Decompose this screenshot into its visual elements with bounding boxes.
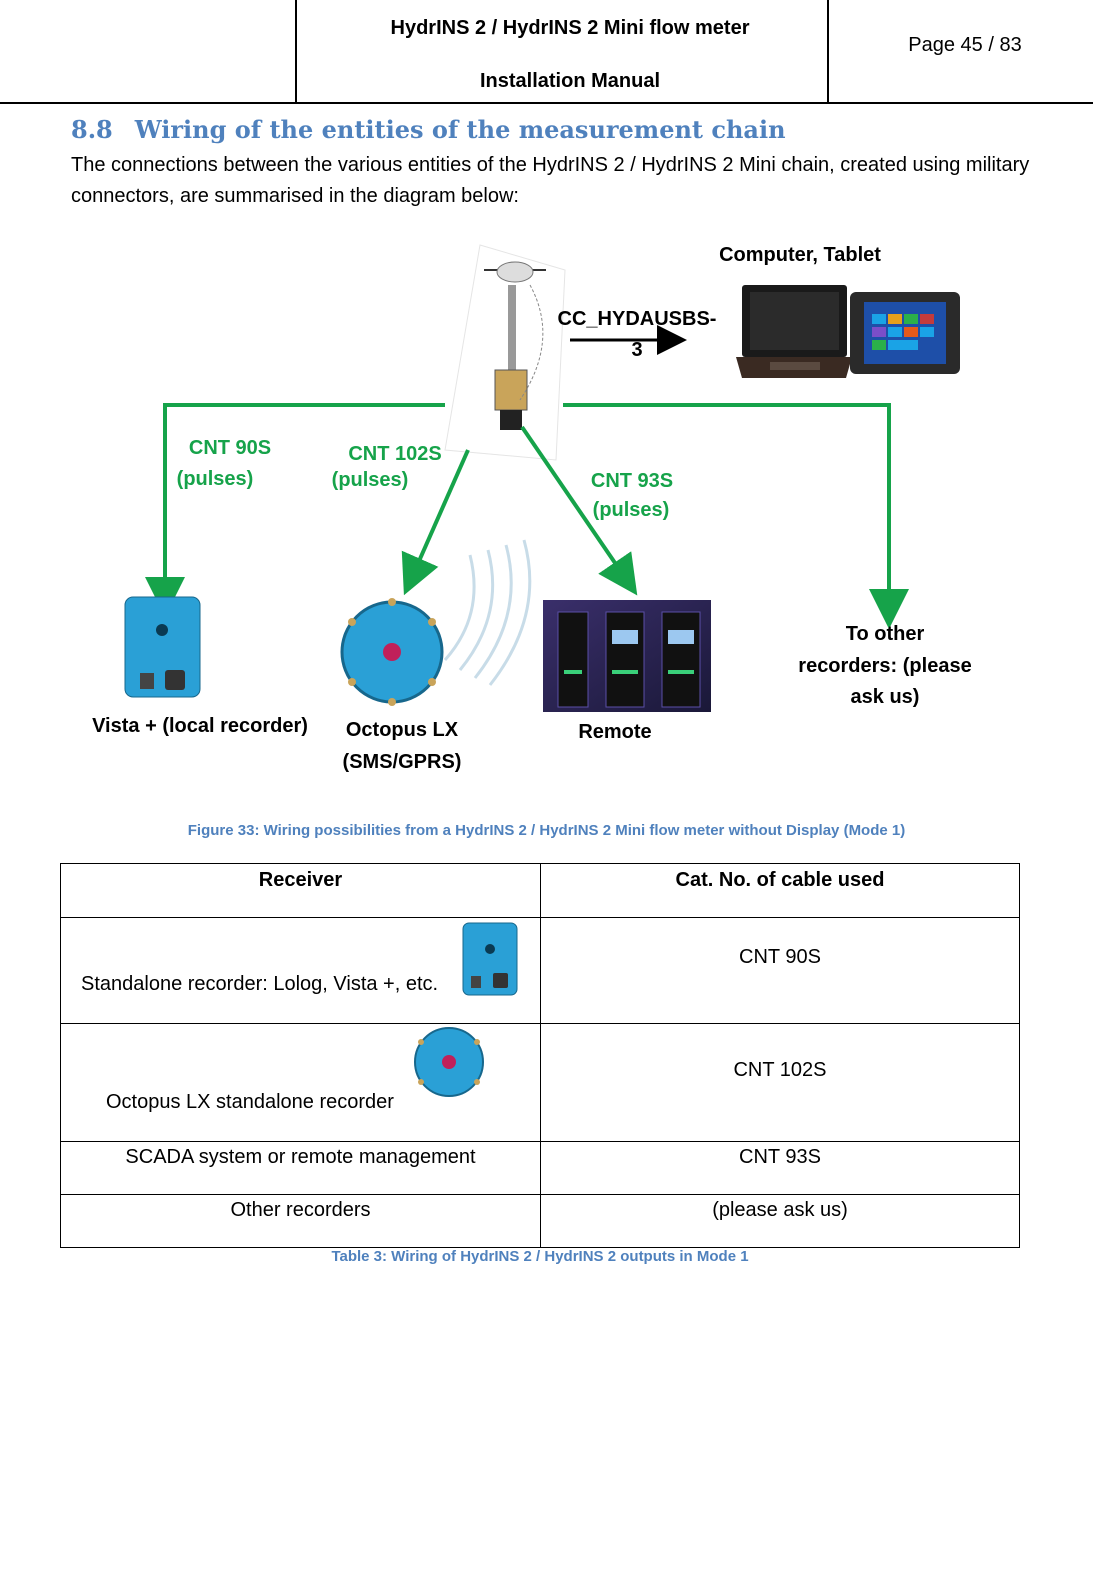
- wiring-table: Receiver Cat. No. of cable used Standalo…: [60, 863, 1020, 1248]
- tablet-image: [850, 292, 960, 374]
- column-header-receiver: Receiver: [60, 863, 541, 918]
- other-recorders-line3: ask us): [850, 686, 920, 708]
- vista-label: Vista + (local recorder): [92, 715, 308, 737]
- table-row: Standalone recorder: Lolog, Vista +, etc…: [60, 917, 1020, 1024]
- other-recorders-line1: To other: [845, 623, 925, 645]
- table-cell-cable: CNT 102S: [540, 1023, 1020, 1142]
- laptop-image: [736, 285, 852, 378]
- column-header-cable: Cat. No. of cable used: [540, 863, 1020, 918]
- receiver-text: Standalone recorder: Lolog, Vista +, etc…: [81, 973, 439, 995]
- octopus-label: Octopus LX: [345, 719, 459, 741]
- remote-label: Remote: [578, 721, 652, 743]
- table-cell-cable: (please ask us): [540, 1194, 1020, 1248]
- table-row: SCADA system or remote management CNT 93…: [60, 1141, 1020, 1195]
- octopus-sublabel: (SMS/GPRS): [342, 751, 462, 773]
- document-subtitle: Installation Manual: [479, 70, 661, 92]
- cable-text: CNT 90S: [739, 946, 821, 968]
- table-row: Other recorders (please ask us): [60, 1194, 1020, 1248]
- octopus-recorder-icon: [414, 1027, 484, 1097]
- flow-meter-image: [444, 244, 566, 461]
- page-number: Page 45 / 83: [908, 34, 1022, 56]
- octopus-recorder-image: [340, 539, 532, 706]
- computer-label: Computer, Tablet: [719, 244, 881, 266]
- intro-paragraph: The connections between the various enti…: [71, 154, 1030, 207]
- table-cell-receiver: Other recorders: [60, 1194, 541, 1248]
- section-title: Wiring of the entities of the measuremen…: [134, 115, 786, 144]
- cnt102-label: CNT 102S: [348, 443, 442, 465]
- table-row: Octopus LX standalone recorder CNT 102S: [60, 1023, 1020, 1142]
- section-number: 8.8: [71, 115, 113, 144]
- section-heading: 8.8 Wiring of the entities of the measure…: [71, 115, 786, 144]
- table-cell-cable: CNT 93S: [540, 1141, 1020, 1195]
- diagram-graphics: [124, 244, 960, 712]
- page-header: HydrINS 2 / HydrINS 2 Mini flow meter In…: [0, 0, 1093, 104]
- cable-text: CNT 102S: [733, 1059, 827, 1081]
- figure-caption: Figure 33: Wiring possibilities from a H…: [187, 822, 906, 839]
- usb-cable-label: CC_HYDAUSBS-3: [557, 308, 717, 361]
- cnt93-type: (pulses): [592, 499, 670, 521]
- table-cell-receiver: Octopus LX standalone recorder: [60, 1023, 541, 1142]
- other-recorders-line2: recorders: (please: [798, 655, 972, 677]
- vista-recorder-icon: [462, 922, 518, 996]
- cnt90-type: (pulses): [176, 468, 254, 490]
- cnt93-label: CNT 93S: [590, 470, 674, 492]
- cnt102-type: (pulses): [331, 469, 409, 491]
- receiver-text: Octopus LX standalone recorder: [106, 1091, 394, 1113]
- table-cell-cable: CNT 90S: [540, 917, 1020, 1024]
- connection-lines: [145, 403, 909, 629]
- cnt90-label: CNT 90S: [188, 437, 272, 459]
- table-cell-receiver: SCADA system or remote management: [60, 1141, 541, 1195]
- wiring-diagram: Computer, Tablet CC_HYDAUSBS-3 CNT 90S (…: [0, 230, 1093, 790]
- document-title: HydrINS 2 / HydrINS 2 Mini flow meter: [390, 17, 750, 39]
- table-header-row: Receiver Cat. No. of cable used: [60, 863, 1020, 918]
- table-cell-receiver: Standalone recorder: Lolog, Vista +, etc…: [60, 917, 541, 1024]
- header-divider: [295, 0, 297, 104]
- header-divider: [827, 0, 829, 104]
- remote-server-image: [543, 600, 711, 712]
- table-caption: Table 3: Wiring of HydrINS 2 / HydrINS 2…: [331, 1248, 749, 1265]
- vista-recorder-image: [124, 596, 201, 698]
